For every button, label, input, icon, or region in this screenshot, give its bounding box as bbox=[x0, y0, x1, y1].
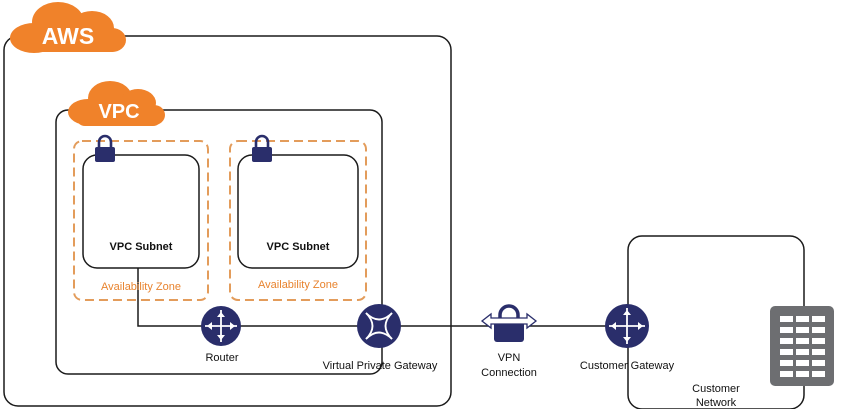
vpc-badge: VPC bbox=[68, 81, 165, 126]
customer-gateway-node: Customer Gateway bbox=[580, 304, 675, 372]
vpc-subnet-1 bbox=[82, 154, 200, 269]
router-node: Router bbox=[201, 306, 241, 364]
customer-network-label-line2: Network bbox=[696, 397, 737, 409]
vpn-connection-label-line1: VPN bbox=[498, 352, 521, 364]
availability-zone-2 bbox=[229, 140, 367, 301]
aws-badge: AWS bbox=[10, 2, 126, 53]
vpn-connection-label-line2: Connection bbox=[481, 367, 537, 379]
aws-label: AWS bbox=[42, 23, 94, 49]
customer-network-label-line1: Customer bbox=[692, 383, 740, 395]
vpn-lock-icon bbox=[480, 304, 538, 342]
availability-zone-2-label: Availability Zone bbox=[258, 279, 338, 291]
cloud-icon bbox=[10, 2, 126, 53]
vpn-gateway-icon bbox=[357, 304, 401, 348]
lock-icon bbox=[95, 134, 115, 162]
customer-gateway-label: Customer Gateway bbox=[580, 360, 675, 372]
vpn-connection-node: VPN Connection bbox=[480, 304, 538, 379]
router-label: Router bbox=[205, 352, 238, 364]
virtual-private-gateway-label: Virtual Private Gateway bbox=[323, 360, 438, 372]
server-icon bbox=[770, 306, 834, 386]
router-icon bbox=[605, 304, 649, 348]
aws-cloud-boundary bbox=[3, 35, 452, 407]
vpc-label: VPC bbox=[98, 101, 139, 123]
vpc-subnet-2 bbox=[237, 154, 359, 269]
virtual-private-gateway-node: Virtual Private Gateway bbox=[323, 304, 438, 372]
lock-icon bbox=[252, 134, 272, 162]
cloud-icon bbox=[68, 81, 165, 126]
vpc-subnet-1-label: VPC Subnet bbox=[110, 241, 173, 253]
availability-zone-1 bbox=[73, 140, 209, 301]
vpc-boundary bbox=[55, 109, 383, 375]
router-icon bbox=[201, 306, 241, 346]
subnet-to-router-line bbox=[137, 268, 212, 327]
vpc-subnet-2-label: VPC Subnet bbox=[267, 241, 330, 253]
availability-zone-1-label: Availability Zone bbox=[101, 281, 181, 293]
